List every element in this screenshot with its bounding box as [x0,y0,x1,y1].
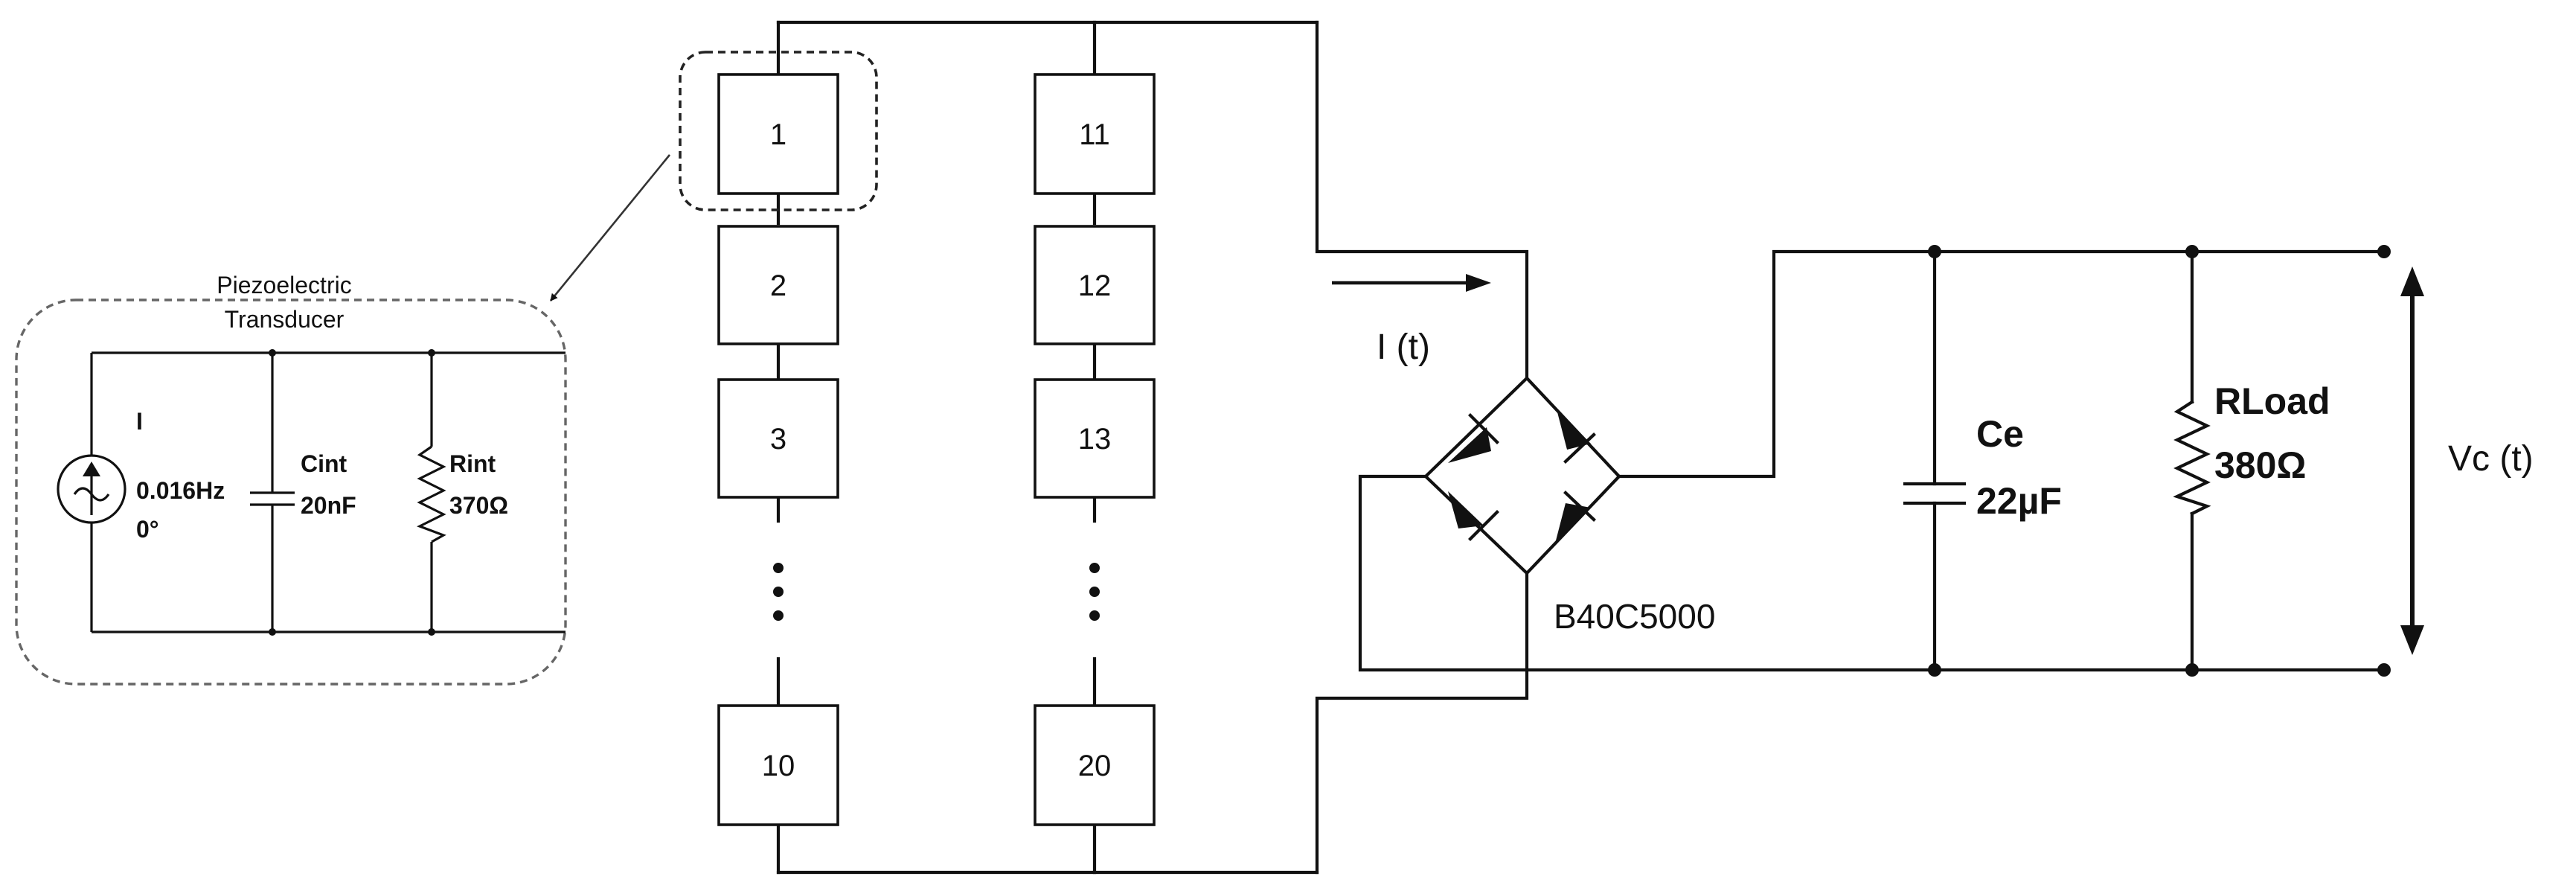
ce-value: 22µF [1976,480,2062,522]
diode-icon [1555,491,1596,543]
rload-name: RLoad [2214,380,2330,422]
junction-dot [1928,245,1941,258]
callout-arrow [549,154,671,301]
box-label: 12 [1078,269,1112,302]
transducer-array: 1 2 3 10 11 12 13 20 [679,20,1319,875]
rint-name: Rint [449,450,496,477]
diode-icon [1448,491,1499,541]
rectifier-input-wire-top [1315,20,1529,380]
ac-source-icon [57,454,126,524]
junction-dot [1928,663,1941,677]
transducer-inset: Piezoelectric Transducer I 0.016Hz 0° Ci… [15,272,567,686]
transducer-box [1034,378,1156,499]
rload-value: 380Ω [2214,444,2307,486]
bridge-positive-wire [1617,249,2386,479]
cint-value: 20nF [301,492,356,519]
box-label: 10 [762,750,795,782]
cint-name: Cint [301,450,347,477]
bridge-diamond [1423,376,1621,575]
bridge-label: B40C5000 [1554,597,1715,636]
ce-name: Ce [1976,413,2024,455]
highlight-outline [679,51,878,211]
rint-value: 370Ω [449,492,508,519]
current-arrowhead [1466,274,1491,292]
transducer-title-line2: Transducer [225,306,345,333]
diode-icon [1448,413,1499,463]
transducer-box [717,378,839,499]
transducer-box [717,225,839,345]
junction-dot [428,349,435,357]
transducer-box [1034,73,1156,195]
capacitor-icon [250,491,295,506]
storage-capacitor [1903,245,1967,677]
junction-dot [2185,663,2199,677]
junction-dot [428,628,435,636]
capacitor-icon [1903,482,1967,505]
voltage-double-arrow [2400,266,2424,655]
source-frequency: 0.016Hz [136,477,225,504]
junction-dot [269,628,276,636]
output-terminal [2377,663,2391,677]
box-label: 1 [770,118,786,151]
source-label: I [136,408,143,435]
bridge-negative-wire [1358,474,2386,672]
resistor-icon [2173,400,2211,516]
ellipsis-dots [773,563,1100,621]
box-label: 20 [1078,750,1112,782]
transducer-box [717,704,839,826]
current-label: I (t) [1377,328,1430,367]
box-label: 11 [1079,118,1110,151]
box-label: 3 [770,423,786,456]
transducer-box [717,73,839,195]
rectifier-input-wire-bottom [1315,571,1529,875]
transducer-dashed-outline [15,298,567,686]
source-phase: 0° [136,516,159,543]
load-resistor [2173,245,2211,677]
output-terminal [2377,245,2391,258]
transducer-box [1034,704,1156,826]
bridge-rectifier [1423,376,1621,575]
transducer-title-line1: Piezoelectric [217,272,351,298]
resistor-icon [417,445,446,543]
junction-dot [269,349,276,357]
diode-icon [1557,409,1596,464]
transducer-box [1034,225,1156,345]
voltage-label: Vc (t) [2448,439,2534,479]
box-label: 2 [770,269,786,302]
box-label: 13 [1078,423,1112,456]
junction-dot [2185,245,2199,258]
